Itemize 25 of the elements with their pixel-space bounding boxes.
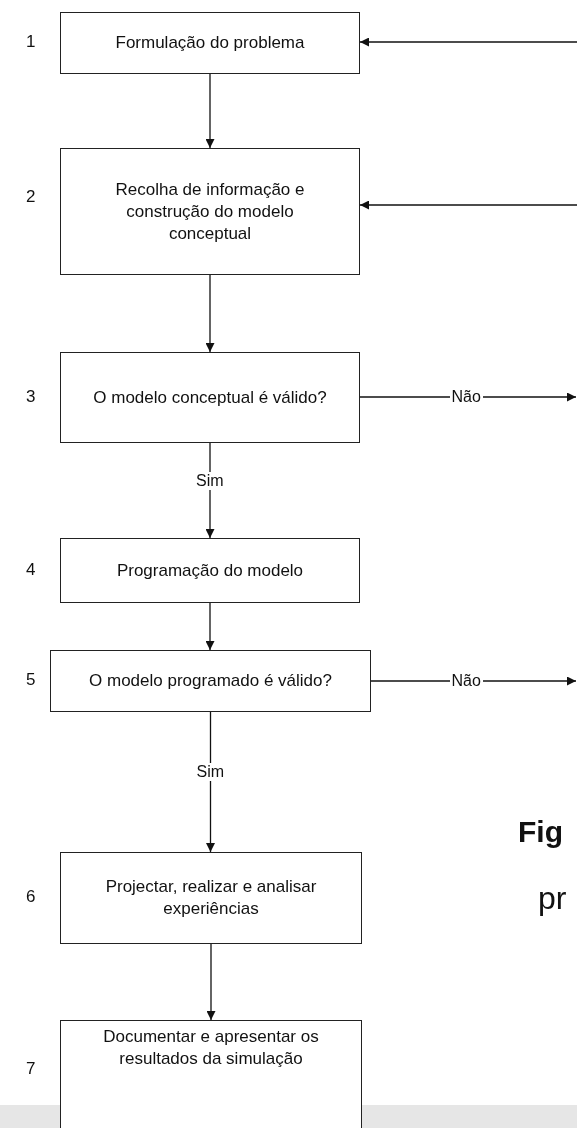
step-number: 7 [26,1059,36,1079]
arrow [206,943,216,1021]
step-number: 6 [26,887,36,907]
arrow [359,200,577,210]
edge-label: Sim [194,471,226,490]
step-number: 5 [26,670,36,690]
process-box: Documentar e apresentar os resultados da simulação [60,1020,362,1128]
process-box: O modelo programado é válido? [50,650,371,712]
process-box: Formulação do problema [60,12,360,74]
step-number: 2 [26,187,36,207]
caption-text: pr [538,880,567,917]
process-box: Programação do modelo [60,538,360,603]
step-number: 4 [26,559,36,580]
process-box: Recolha de informação e construção do modelo conceptual [60,148,360,275]
edge-label: Sim [194,763,227,781]
step-number: 1 [26,32,36,52]
process-box: Projectar, realizar e analisar experiências [60,852,362,944]
arrow [206,711,215,853]
arrow [205,73,215,149]
arrow [205,602,215,651]
caption-text: Fig [518,815,563,849]
arrow [359,37,577,47]
step-number: 3 [26,386,36,407]
process-box: O modelo conceptual é válido? [60,352,360,443]
arrow [205,274,215,353]
